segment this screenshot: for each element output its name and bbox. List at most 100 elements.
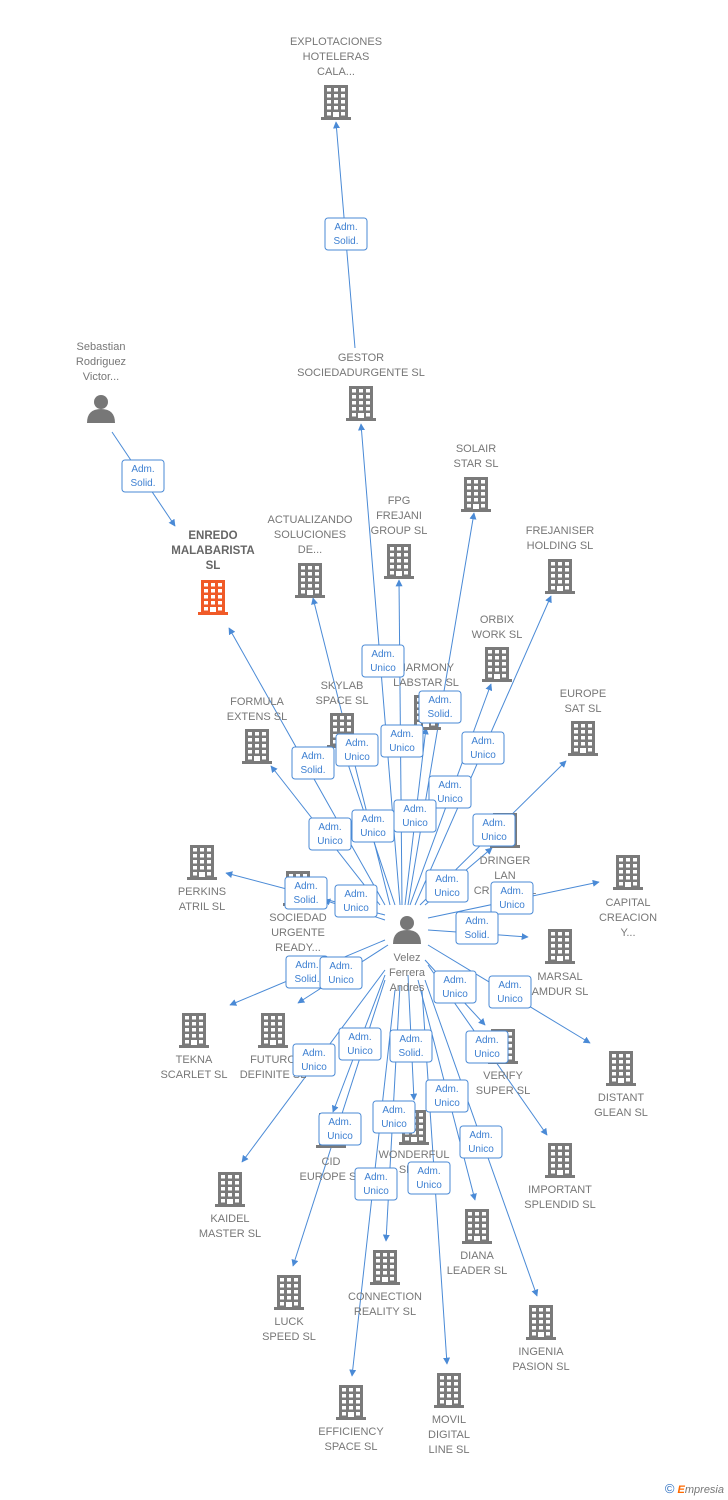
relation-label-formula[interactable]: Adm.Unico: [308, 817, 352, 851]
relation-label-verify[interactable]: Adm.Unico: [433, 970, 477, 1004]
relation-text: Adm.: [428, 695, 451, 706]
building-icon: [606, 1051, 636, 1086]
node-label: CALA...: [317, 66, 355, 78]
relation-label-enredo[interactable]: Adm.Solid.: [121, 459, 165, 493]
relation-label-wonderful[interactable]: Adm.Solid.: [389, 1029, 433, 1063]
relation-label-skylab[interactable]: Adm.Unico: [335, 733, 379, 767]
relation-label-europesat[interactable]: Adm.Unico: [472, 813, 516, 847]
node-explotaciones[interactable]: EXPLOTACIONESHOTELERASCALA...: [290, 36, 382, 120]
node-label: DE...: [298, 544, 322, 556]
relation-label-cid[interactable]: Adm.Unico: [338, 1027, 382, 1061]
relation-text: Adm.: [301, 751, 324, 762]
relation-label-harmony[interactable]: Adm. Solid.: [418, 690, 462, 724]
relation-label-gestor[interactable]: Adm.Unico: [361, 644, 405, 678]
relation-text: Unico: [434, 1098, 460, 1109]
relation-label-solair[interactable]: Adm.Unico: [393, 799, 437, 833]
relation-label-capital[interactable]: Adm.Unico: [490, 881, 534, 915]
relation-text: Unico: [327, 1131, 353, 1142]
relation-label-explotaciones[interactable]: Adm.Solid.: [324, 217, 368, 251]
building-icon: [370, 1250, 400, 1285]
node-label: FUTURO: [250, 1054, 296, 1066]
relation-label-important[interactable]: Adm.Unico: [465, 1030, 509, 1064]
node-label: HARMONY: [398, 662, 455, 674]
relation-text: Adm.: [318, 822, 341, 833]
relation-text: Solid.: [300, 765, 325, 776]
node-sebastian[interactable]: SebastianRodriguezVictor...: [76, 341, 126, 423]
node-label: CAPITAL: [605, 897, 650, 909]
building-icon: [461, 477, 491, 512]
relation-label-orbix[interactable]: Adm.Unico: [428, 775, 472, 809]
relation-text: Solid.: [427, 709, 452, 720]
relation-label-connection[interactable]: Adm.Unico: [372, 1100, 416, 1134]
relation-text: Adm.: [403, 804, 426, 815]
relation-box: [407, 1161, 451, 1195]
empresia-footer[interactable]: © Empresia: [665, 1481, 724, 1496]
relation-box: [372, 1100, 416, 1134]
relation-label-kaidel[interactable]: Adm.Unico: [292, 1043, 336, 1077]
node-label: INGENIA: [518, 1346, 564, 1358]
relation-label-efficiency[interactable]: Adm.Unico: [354, 1167, 398, 1201]
building-icon: [274, 1275, 304, 1310]
building-icon: [187, 845, 217, 880]
node-label: LINE SL: [429, 1444, 470, 1456]
node-label: SPLENDID SL: [524, 1199, 596, 1211]
relation-label-distant[interactable]: Adm.Unico: [488, 975, 532, 1009]
relation-label-futuro[interactable]: Adm.Unico: [319, 956, 363, 990]
relation-label-fpg[interactable]: Adm.Unico: [380, 724, 424, 758]
building-icon: [198, 580, 228, 615]
relation-label-ingenia[interactable]: Adm.Unico: [459, 1125, 503, 1159]
relation-text: Unico: [343, 903, 369, 914]
building-icon: [568, 721, 598, 756]
relation-label-frejaniser[interactable]: Adm.Unico: [461, 731, 505, 765]
node-label: ORBIX: [480, 614, 515, 626]
node-label: HOTELERAS: [303, 51, 370, 63]
relation-label-perkins[interactable]: Adm.Solid.: [284, 876, 328, 910]
relation-label-actualizando[interactable]: Adm.Unico: [351, 809, 395, 843]
node-label: Andres: [390, 982, 425, 994]
relation-text: Solid.: [398, 1048, 423, 1059]
person-icon: [87, 395, 115, 423]
copyright-icon: ©: [664, 1481, 675, 1496]
relation-label-luck[interactable]: Adm.Unico: [318, 1112, 362, 1146]
relation-box: [490, 881, 534, 915]
building-icon: [545, 1143, 575, 1178]
relation-box: [291, 746, 335, 780]
relation-text: Unico: [363, 1186, 389, 1197]
building-icon: [346, 386, 376, 421]
node-capital[interactable]: CAPITALCREACIONY...: [599, 855, 657, 939]
relation-label-sociedad[interactable]: Adm.Unico: [334, 884, 378, 918]
node-actualizando[interactable]: ACTUALIZANDOSOLUCIONESDE...: [268, 514, 353, 598]
node-label: Sebastian: [77, 341, 126, 353]
relation-label-marsal[interactable]: Adm.Solid.: [455, 911, 499, 945]
relation-label-tekna[interactable]: Adm.Solid.: [285, 955, 329, 989]
relation-text: Solid.: [294, 974, 319, 985]
relation-label-diana[interactable]: Adm.Unico: [425, 1079, 469, 1113]
relation-text: Adm.: [345, 738, 368, 749]
relation-label-movil[interactable]: Adm.Unico: [407, 1161, 451, 1195]
relation-label-enredo[interactable]: Adm. Solid.: [291, 746, 335, 780]
relation-label-dringer[interactable]: Adm.Unico: [425, 869, 469, 903]
